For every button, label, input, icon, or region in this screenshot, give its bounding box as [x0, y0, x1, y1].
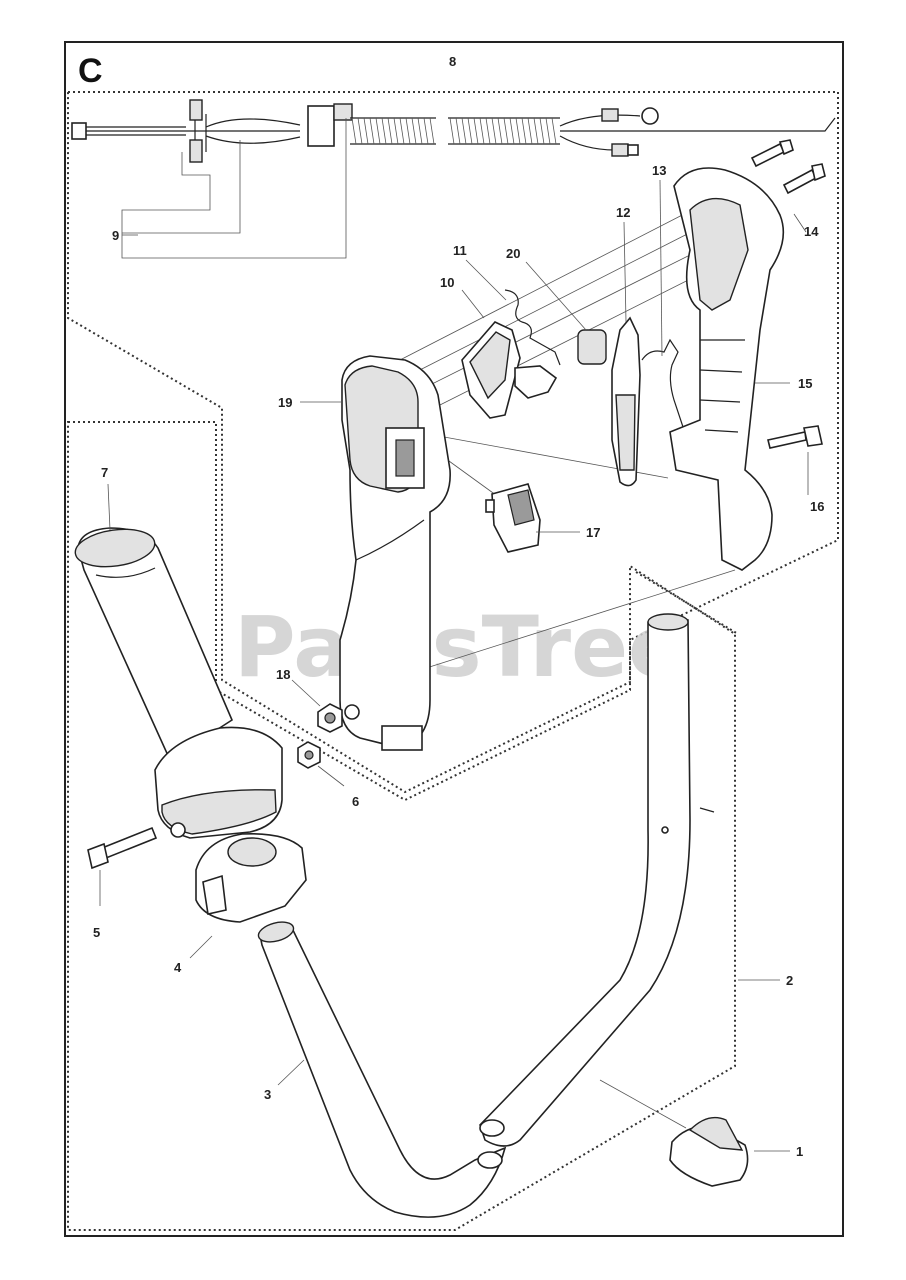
stop-switch — [485, 483, 541, 553]
lower-tube — [257, 921, 507, 1218]
handle-right-half — [669, 167, 785, 571]
callout-2: 2 — [786, 973, 793, 988]
tube-clip — [669, 1116, 749, 1187]
section-letter: C — [78, 52, 103, 90]
callout-11: 11 — [453, 243, 467, 258]
screw-14 — [750, 139, 826, 195]
tube-group-outline — [67, 421, 736, 1231]
callout-5: 5 — [93, 925, 100, 940]
callout-4: 4 — [174, 960, 182, 975]
throttle-lockout — [611, 316, 641, 487]
callout-13: 13 — [652, 163, 666, 178]
callout-18: 18 — [276, 667, 290, 682]
diagram-border — [64, 41, 844, 1237]
callout-9: 9 — [112, 228, 119, 243]
clamp-block — [195, 832, 307, 923]
callout-7: 7 — [101, 465, 108, 480]
callout-12: 12 — [616, 205, 630, 220]
callout-19: 19 — [278, 395, 292, 410]
callout-20: 20 — [506, 246, 520, 261]
callout-17: 17 — [586, 525, 600, 540]
callout-15: 15 — [798, 376, 812, 391]
throttle-trigger — [461, 321, 558, 419]
handle-group-outline — [67, 91, 839, 794]
watermark: PartsTree — [234, 598, 685, 696]
screw-16 — [767, 425, 823, 449]
nut-18 — [317, 703, 343, 733]
callout-16: 16 — [810, 499, 824, 514]
grip-tube — [74, 527, 283, 839]
leader-lines — [99, 179, 809, 1152]
callout-14: 14 — [804, 224, 819, 239]
wiring-harness — [71, 99, 836, 259]
callout-3: 3 — [264, 1087, 271, 1102]
callout-6: 6 — [352, 794, 359, 809]
callout-1: 1 — [796, 1144, 803, 1159]
bolt-5 — [87, 826, 158, 870]
handle-grip — [339, 355, 451, 751]
main-tube — [479, 613, 715, 1147]
spring — [504, 289, 561, 366]
nut-6 — [297, 741, 321, 769]
stop-block — [577, 329, 607, 365]
torsion-spring — [641, 338, 685, 431]
callout-8: 8 — [449, 54, 456, 69]
callout-10: 10 — [440, 275, 454, 290]
